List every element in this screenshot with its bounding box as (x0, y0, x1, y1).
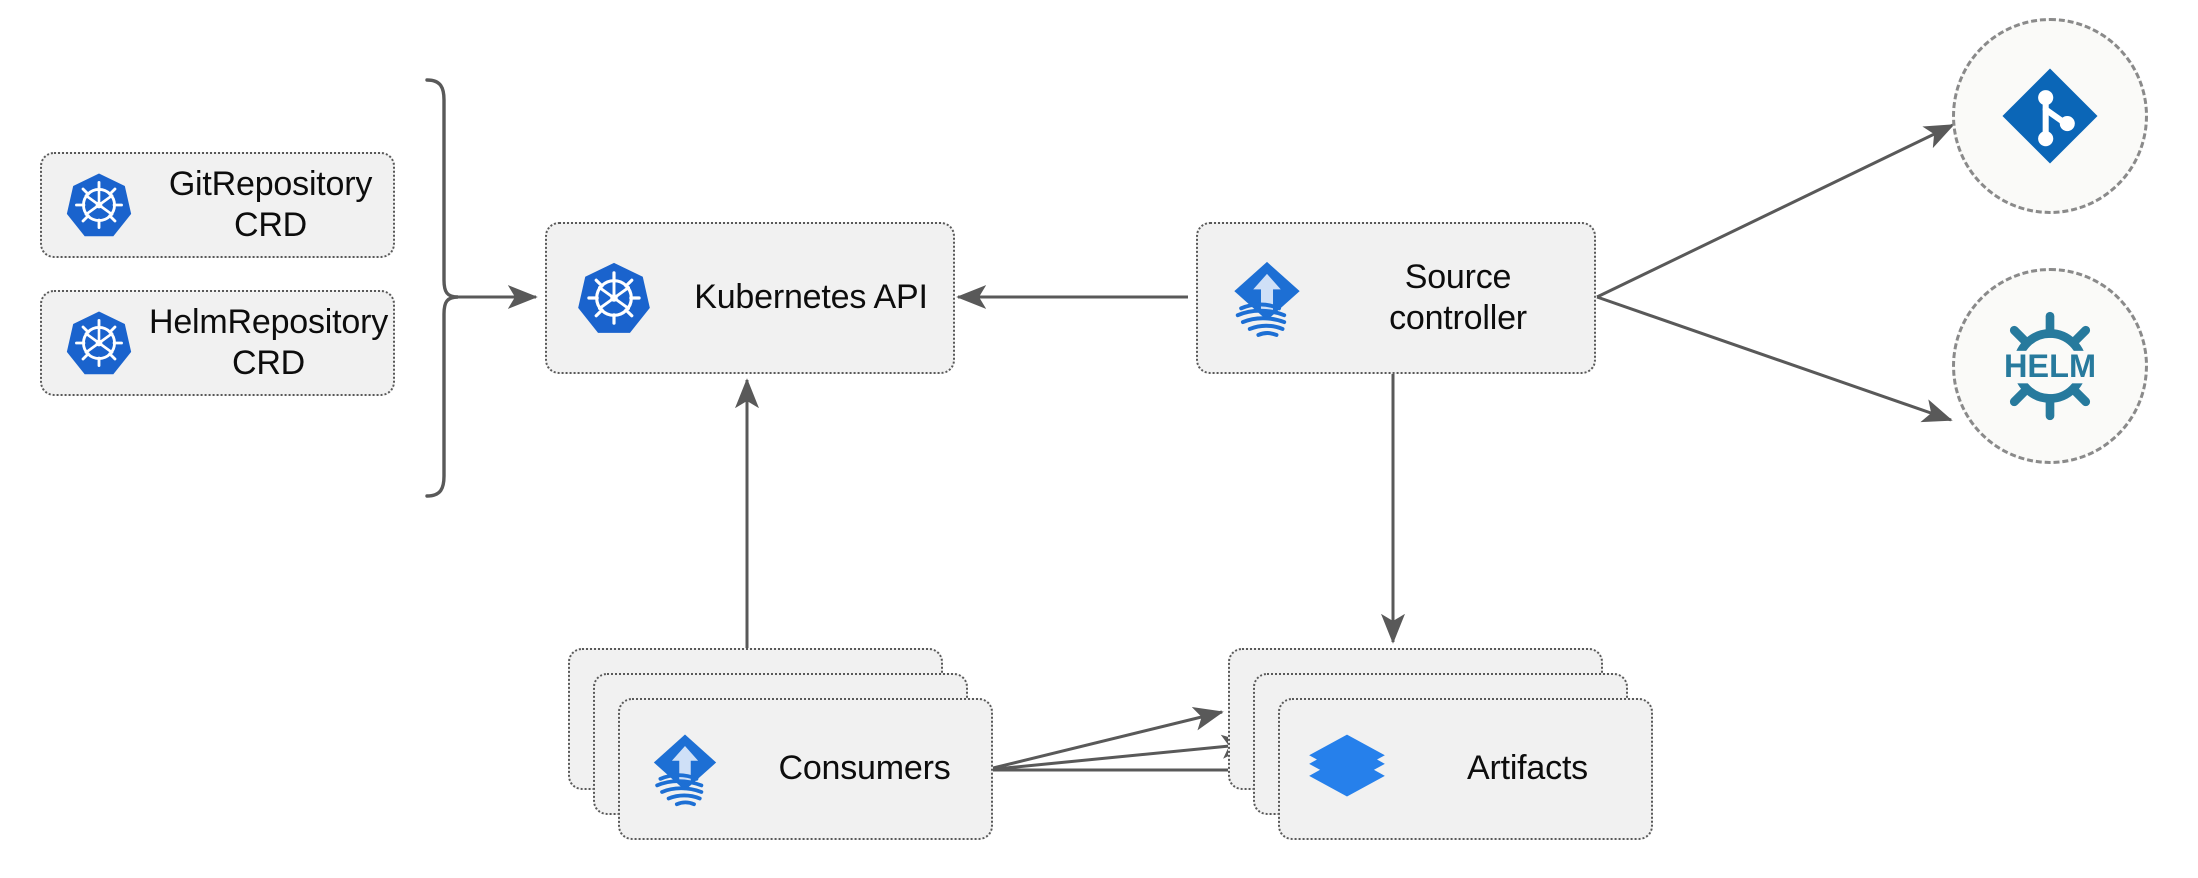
node-label: GitRepository CRD (168, 164, 373, 244)
node-source-controller[interactable]: Source controller (1196, 222, 1596, 374)
flux-icon (1224, 255, 1310, 341)
wire-source-controller-to-git (1596, 123, 1955, 299)
node-label: HelmRepository CRD (148, 302, 389, 382)
helm-wordmark: HELM (2004, 348, 2096, 384)
wire-consumers-to-artifacts-1 (984, 707, 1224, 772)
node-artifacts[interactable]: Artifacts (1278, 698, 1653, 840)
layers-icon (1304, 726, 1390, 812)
node-kubernetes-api[interactable]: Kubernetes API (545, 222, 955, 374)
wire-source-controller-to-helm (1596, 295, 1953, 423)
git-icon (1996, 62, 2104, 170)
node-label: Source controller (1389, 257, 1527, 337)
node-git-source[interactable] (1952, 18, 2148, 214)
node-helm-source[interactable]: HELM (1952, 268, 2148, 464)
node-label: Artifacts (1466, 749, 1588, 788)
kubernetes-icon (64, 170, 134, 240)
flux-icon (644, 728, 726, 810)
node-consumers[interactable]: Consumers (618, 698, 993, 840)
node-git-repository-crd[interactable]: GitRepository CRD (40, 152, 395, 258)
kubernetes-icon (64, 308, 134, 378)
helm-icon: HELM (1985, 301, 2115, 431)
kubernetes-icon (575, 259, 653, 337)
wire-consumers-to-artifacts-2 (984, 734, 1252, 772)
node-label: Consumers (778, 749, 951, 788)
node-label: Kubernetes API (694, 278, 928, 317)
node-helm-repository-crd[interactable]: HelmRepository CRD (40, 290, 395, 396)
crd-group-brace (425, 78, 459, 498)
